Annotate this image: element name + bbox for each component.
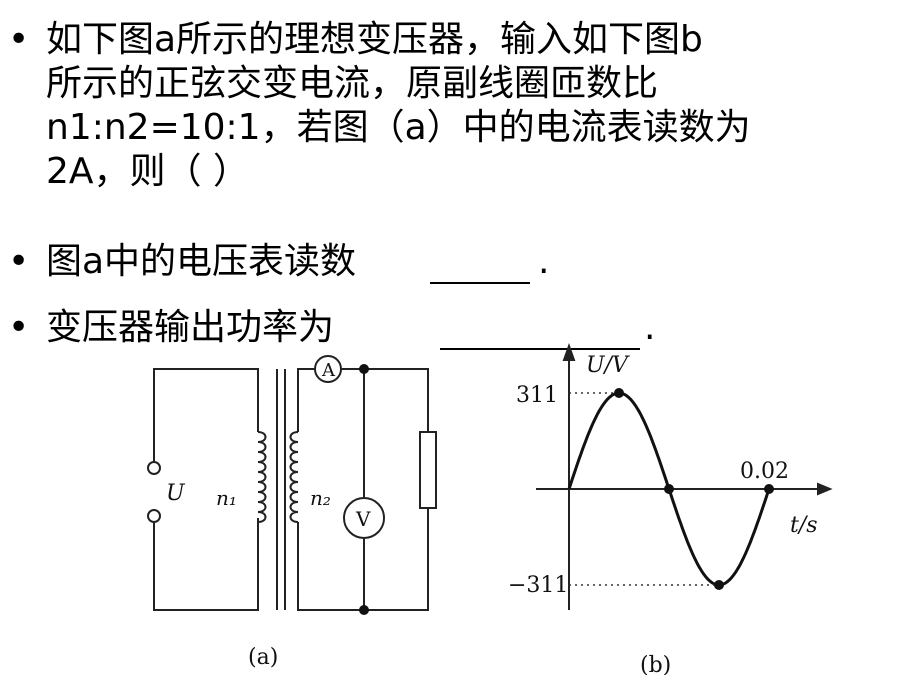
figure-b-caption: (b) — [640, 653, 671, 675]
y-axis-arrow — [562, 343, 576, 361]
answer-blank-power — [440, 348, 640, 350]
item2-period: . — [538, 241, 550, 282]
primary-coil-label: n₁ — [216, 486, 237, 510]
item3-period: . — [644, 307, 656, 348]
data-point — [614, 388, 624, 398]
data-point — [714, 580, 724, 590]
peak-tick-label: 311 — [516, 383, 558, 408]
x-axis-label: t/s — [790, 513, 818, 538]
ammeter-label: A — [321, 360, 336, 381]
figure-a-caption: (a) — [248, 645, 278, 670]
power-question: 变压器输出功率为 — [46, 307, 335, 348]
terminal-top — [147, 461, 161, 475]
trough-tick-label: −311 — [508, 573, 568, 598]
period-tick-label: 0.02 — [740, 459, 789, 484]
bullet-2: • — [8, 241, 30, 282]
voltmeter-question: 图a中的电压表读数 — [46, 241, 357, 282]
secondary-coil-label: n₂ — [310, 486, 331, 510]
question-line-2: 所示的正弦交变电流，原副线圈匝数比 — [46, 63, 659, 104]
question-line-1: 如下图a所示的理想变压器，输入如下图b — [46, 19, 703, 60]
terminal-bottom — [147, 509, 161, 523]
voltmeter-label: V — [355, 507, 371, 531]
data-point — [664, 484, 674, 494]
answer-blank-voltage — [430, 282, 530, 284]
x-axis-arrow — [817, 482, 833, 496]
bullet-3: • — [8, 307, 30, 348]
bullet-1: • — [8, 19, 30, 60]
y-axis-label: U/V — [586, 353, 630, 378]
question-line-3: n1:n2=10:1，若图（a）中的电流表读数为 — [46, 107, 751, 148]
question-line-4: 2A，则（ ） — [46, 151, 249, 192]
source-label: U — [166, 481, 186, 506]
data-point — [764, 484, 774, 494]
